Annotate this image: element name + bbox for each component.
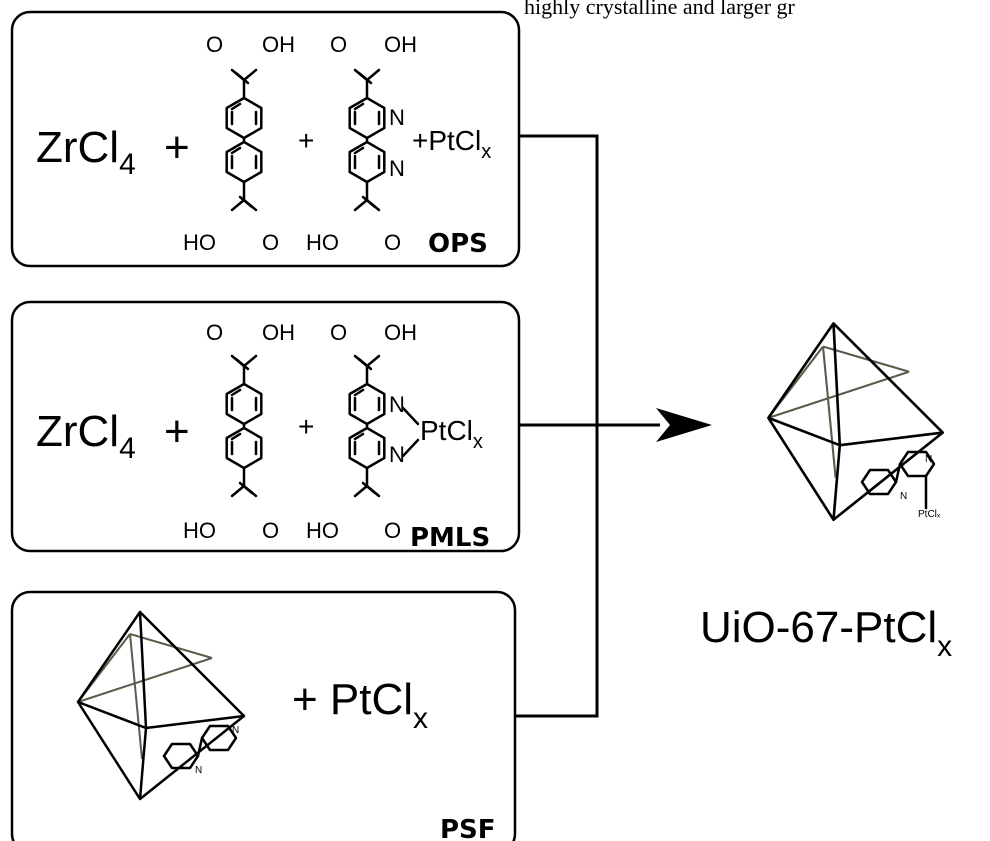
ops-ptclx: +PtClx <box>412 125 491 163</box>
ops-bpdc-o-top: O <box>206 32 223 57</box>
product-bipyridine <box>860 450 936 510</box>
product-bipy-n-1: N <box>900 491 907 502</box>
connector-lines <box>515 134 712 718</box>
pmls-bpdc-o-top: O <box>206 320 223 345</box>
pmls-bpdc-ho-bottom: HO <box>183 518 216 543</box>
pmls-bpydc-oh-top: OH <box>384 320 417 345</box>
product-structure: N N PtClₓ <box>767 322 945 522</box>
psf-frame <box>10 590 517 841</box>
pmls-plus-1: + <box>164 407 190 456</box>
caption-fragment: highly crystalline and larger gr <box>524 0 796 19</box>
ops-plus-1: + <box>164 123 190 172</box>
pmls-bpdc-oh-top: OH <box>262 320 295 345</box>
pmls-bpydc-n-top: N <box>389 392 405 417</box>
ops-bpdc-o-bottom: O <box>262 230 279 255</box>
ops-zrcl4: ZrCl4 <box>36 123 136 181</box>
pmls-pt-bond-bottom <box>401 438 420 458</box>
psf-ptclx: + PtClx <box>292 675 428 735</box>
arrow-head <box>656 408 712 442</box>
ops-bpdc-oh-top: OH <box>262 32 295 57</box>
pmls-bpdc-o-bottom: O <box>262 518 279 543</box>
pmls-bpydc-n-bottom: N <box>389 442 405 467</box>
pmls-zrcl4: ZrCl4 <box>36 407 136 465</box>
psf-label: PSF <box>440 815 496 841</box>
psf-box: N N + PtClx PSF <box>10 590 517 841</box>
pmls-pt-bond-top <box>401 406 420 426</box>
ops-bpydc-o-bottom: O <box>384 230 401 255</box>
ops-frame <box>10 10 521 268</box>
product-bipy-n-2: N <box>925 454 932 465</box>
psf-bipy-n-2: N <box>232 725 239 736</box>
ops-label: OPS <box>428 229 488 259</box>
product-ptclx-small: PtClₓ <box>918 509 941 520</box>
ops-bpydc-ho-bottom: HO <box>306 230 339 255</box>
pmls-label: PMLS <box>410 523 490 553</box>
ops-bpydc-oh-top: OH <box>384 32 417 57</box>
pmls-ptclx: PtClx <box>420 415 483 453</box>
ops-box: ZrCl4 + O OH HO O + O OH N N HO O +PtClx… <box>10 10 521 268</box>
product-name: UiO-67-PtClx <box>700 603 952 663</box>
ops-plus-2: + <box>298 125 314 156</box>
pmls-bpydc-ho-bottom: HO <box>306 518 339 543</box>
ops-bpydc-n-bottom: N <box>389 156 405 181</box>
pmls-box: ZrCl4 + O OH HO O + O OH N N PtClx HO O … <box>10 300 521 553</box>
pmls-bpydc-o-top: O <box>330 320 347 345</box>
psf-bipyridine <box>162 724 238 770</box>
psf-bipy-n-1: N <box>195 765 202 776</box>
ops-bpdc-ho-bottom: HO <box>183 230 216 255</box>
ops-bpydc-o-top: O <box>330 32 347 57</box>
pmls-plus-2: + <box>298 411 314 442</box>
ops-bpydc-n-top: N <box>389 105 405 130</box>
pmls-bpydc-o-bottom: O <box>384 518 401 543</box>
